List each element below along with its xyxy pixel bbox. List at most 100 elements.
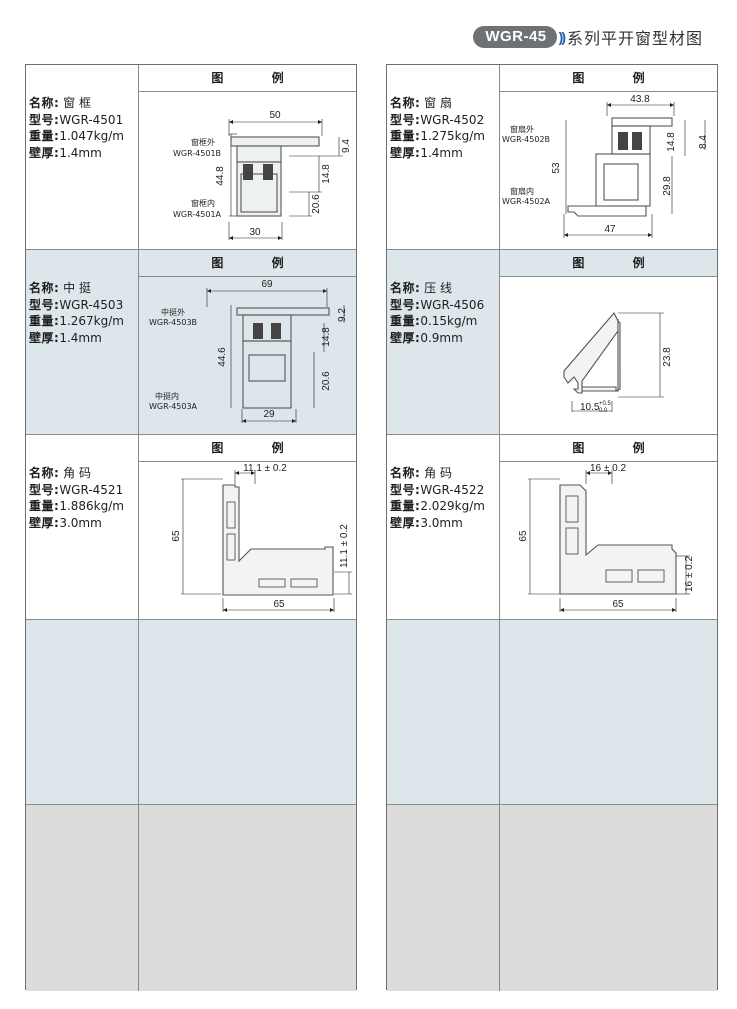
weight-label: 重量:: [29, 314, 60, 328]
figure-title: 图 例: [139, 250, 356, 277]
profile-row-4522: 名称: 角 码 型号:WGR-4522 重量:2.029kg/m 壁厚:3.0m…: [387, 435, 717, 620]
model-label: 型号:: [29, 112, 60, 127]
thickness-label: 壁厚:: [29, 515, 60, 530]
profile-name: 中 挺: [63, 281, 91, 295]
model-label: 型号:: [390, 482, 421, 497]
weight-label: 重量:: [29, 499, 60, 513]
dim-right-c: 20.6: [321, 371, 332, 391]
model-label: 型号:: [390, 297, 421, 312]
figure-title: 图 例: [139, 65, 356, 92]
profile-info: 名称: 角 码 型号:WGR-4522 重量:2.029kg/m 壁厚:3.0m…: [387, 435, 500, 619]
thickness-label: 壁厚:: [390, 330, 421, 345]
profile-name: 角 码: [63, 466, 91, 480]
profile-figure: 图 例: [500, 65, 717, 249]
outer-part-name: 中挺外: [161, 307, 185, 317]
dim-right-a: 14.8: [666, 132, 677, 152]
profile-weight: 0.15kg/m: [420, 314, 478, 328]
profile-info: 名称: 压 线 型号:WGR-4506 重量:0.15kg/m 壁厚:0.9mm: [387, 250, 500, 434]
dim-top: 43.8: [630, 94, 650, 105]
dim-right-a: 9.2: [337, 308, 348, 322]
dim-right: 11.1 ± 0.2: [339, 524, 350, 568]
figure-body: 11.1 ± 0.2 65 11.1 ± 0.2 65: [139, 462, 356, 619]
profile-name: 窗 扇: [424, 96, 452, 110]
dim-left: 44.6: [217, 347, 228, 367]
profile-weight: 1.047kg/m: [59, 129, 124, 143]
empty-row: [26, 805, 356, 991]
outer-part-code: WGR-4501B: [173, 149, 221, 158]
dim-bottom: 29: [263, 409, 275, 420]
dim-left: 65: [171, 530, 182, 542]
weight-label: 重量:: [390, 314, 421, 328]
outer-part-code: WGR-4502B: [502, 135, 550, 144]
weight-label: 重量:: [390, 499, 421, 513]
name-label: 名称:: [390, 281, 421, 295]
profile-row-4502: 名称: 窗 扇 型号:WGR-4502 重量:1.275kg/m 壁厚:1.4m…: [387, 65, 717, 250]
outer-part-name: 窗扇外: [510, 124, 534, 134]
page-title: 系列平开窗型材图: [566, 29, 703, 48]
dim-bottom: 65: [612, 599, 624, 610]
empty-row: [26, 620, 356, 805]
dim-top: 11.1 ± 0.2: [243, 463, 287, 474]
figure-body: 23.8 10.5 +0.5 0.0: [500, 277, 717, 434]
empty-row: [387, 620, 717, 805]
figure-body: 16 ± 0.2 65 16 ± 0.2 65: [500, 462, 717, 619]
name-label: 名称:: [29, 466, 60, 480]
profile-model: WGR-4521: [59, 482, 124, 497]
empty-info-cell: [387, 805, 500, 991]
outer-part-code: WGR-4503B: [149, 318, 197, 327]
empty-info-cell: [26, 620, 139, 804]
empty-info-cell: [26, 805, 139, 991]
profile-thickness: 1.4mm: [59, 330, 102, 345]
profile-figure: 图 例: [139, 65, 356, 249]
dim-tolerance-down: 0.0: [599, 408, 608, 414]
corner-drawing-4521: 11.1 ± 0.2 65 11.1 ± 0.2 65: [171, 463, 352, 612]
bead-drawing-4506: 23.8 10.5 +0.5 0.0: [563, 312, 673, 414]
dim-top: 69: [261, 279, 273, 290]
thickness-label: 壁厚:: [29, 145, 60, 160]
profile-info: 名称: 中 挺 型号:WGR-4503 重量:1.267kg/m 壁厚:1.4m…: [26, 250, 139, 434]
model-label: 型号:: [29, 482, 60, 497]
profile-name: 压 线: [424, 281, 452, 295]
profile-model: WGR-4503: [59, 297, 124, 312]
dim-bottom: 47: [604, 224, 616, 235]
figure-title: 图 例: [500, 250, 717, 277]
profile-thickness: 3.0mm: [59, 515, 102, 530]
dim-tolerance-up: +0.5: [599, 401, 612, 407]
dim-right-a: 9.4: [341, 139, 352, 153]
figure-body: 50 9.4 14.8 20.6 44.8 30 窗框外 WGR-4501B 窗…: [139, 92, 356, 249]
name-label: 名称:: [29, 96, 60, 110]
empty-row: [387, 805, 717, 991]
profile-info: 名称: 窗 框 型号:WGR-4501 重量:1.047kg/m 壁厚:1.4m…: [26, 65, 139, 249]
figure-title: 图 例: [500, 65, 717, 92]
figure-body: 43.8 14.8 8.4 29.8 53 47 窗扇外 WGR-4502B 窗…: [500, 92, 717, 249]
figure-body: 69 9.2 14.8 20.6 44.6 29 中挺外 WGR-4503B 中…: [139, 277, 356, 434]
inner-part-code: WGR-4501A: [173, 210, 222, 219]
corner-drawing-4522: 16 ± 0.2 65 16 ± 0.2 65: [518, 463, 695, 612]
profile-model: WGR-4522: [420, 482, 485, 497]
profile-weight: 1.267kg/m: [59, 314, 124, 328]
profile-drawing-4501: 50 9.4 14.8 20.6 44.8 30 窗框外 WGR-4501B 窗…: [173, 110, 352, 240]
right-column: 名称: 窗 扇 型号:WGR-4502 重量:1.275kg/m 壁厚:1.4m…: [386, 64, 718, 991]
page-header: WGR-45 )) 系列平开窗型材图: [473, 24, 703, 50]
profile-info: 名称: 角 码 型号:WGR-4521 重量:1.886kg/m 壁厚:3.0m…: [26, 435, 139, 619]
dim-left: 53: [551, 162, 562, 174]
profile-thickness: 3.0mm: [420, 515, 463, 530]
inner-part-name: 窗框内: [191, 198, 215, 208]
dim-right-c: 29.8: [662, 176, 673, 196]
name-label: 名称:: [390, 96, 421, 110]
profile-weight: 2.029kg/m: [420, 499, 485, 513]
figure-title: 图 例: [139, 435, 356, 462]
thickness-label: 壁厚:: [390, 515, 421, 530]
inner-part-name: 中挺内: [155, 391, 179, 401]
profile-model: WGR-4502: [420, 112, 485, 127]
model-label: 型号:: [29, 297, 60, 312]
profile-thickness: 1.4mm: [420, 145, 463, 160]
weight-label: 重量:: [29, 129, 60, 143]
dim-top: 16 ± 0.2: [590, 463, 627, 474]
profile-info: 名称: 窗 扇 型号:WGR-4502 重量:1.275kg/m 壁厚:1.4m…: [387, 65, 500, 249]
series-badge: WGR-45: [473, 26, 557, 48]
profile-thickness: 0.9mm: [420, 330, 463, 345]
profile-figure: 图 例 23.8 10.5 +0.5 0.0: [500, 250, 717, 434]
thickness-label: 壁厚:: [29, 330, 60, 345]
inner-part-code: WGR-4503A: [149, 402, 198, 411]
